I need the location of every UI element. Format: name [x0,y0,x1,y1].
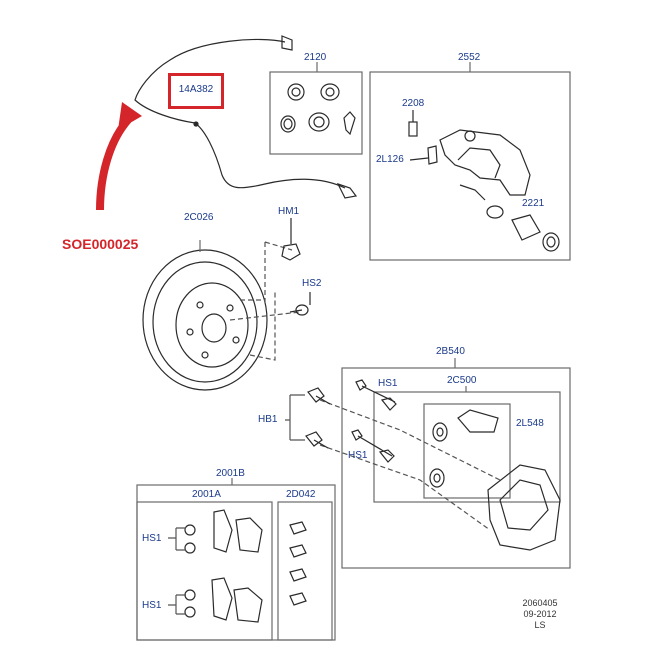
hub-nut-drawing [281,218,301,261]
part-label-hs2: HS2 [302,278,322,289]
caliper-housing-drawing [439,129,531,201]
part-label-2c026: 2C026 [184,212,214,223]
brake-pads-drawing [211,509,263,623]
part-label-hm1: HM1 [278,206,300,217]
part-label-2552: 2552 [458,52,481,63]
part-label-2001a: 2001A [192,489,221,500]
part-label-hs1-upper: HS1 [378,378,398,389]
part-label-2c500: 2C500 [447,375,477,386]
sensor-wire-drawing [134,35,358,199]
highlight-box-14a382: 14A382 [168,73,224,109]
kit-2120-box [269,71,363,155]
part-label-14a382: 14A382 [178,84,214,95]
part-label-2208: 2208 [402,98,425,109]
pad-kit-2c500-box [373,391,561,503]
drawing-code: LS [534,620,546,630]
part-label-2l126: 2L126 [376,154,404,165]
drawing-reference: 2060405 09-2012 LS [510,598,570,631]
guide-pin-bolts-drawing [351,379,397,463]
brake-disc-drawing [142,240,268,391]
hb1-bolts-drawing [305,387,331,449]
red-curved-arrow-icon [96,102,142,211]
anti-rattle-clip-drawing [457,409,499,433]
part-label-hs1-pads-upper: HS1 [142,533,162,544]
drawing-number: 2060405 [522,598,558,608]
pad-clips-drawing [289,521,307,606]
part-label-hs1-pads-lower: HS1 [142,600,162,611]
part-label-2120: 2120 [304,52,327,63]
part-label-2l548: 2L548 [516,418,544,429]
part-label-2d042: 2D042 [286,489,316,500]
part-label-2b540: 2B540 [436,346,465,357]
part-label-hs1-lower: HS1 [348,450,368,461]
bleed-screw-drawing [408,110,418,137]
bushings-drawing [429,422,448,488]
seal-kit-drawing [280,83,356,136]
part-label-2001b: 2001B [216,468,245,479]
caliper-carrier-drawing [487,464,561,551]
part-label-hb1: HB1 [258,414,278,425]
carrier-2b540-box [341,367,571,569]
drawing-date: 09-2012 [523,609,557,619]
callout-label: SOE000025 [62,236,139,252]
part-label-2221: 2221 [522,198,545,209]
pad-set-2001b-box [136,484,336,641]
piston-drawing [486,205,560,252]
hs1-screws-drawing [168,524,196,618]
disc-screw-drawing [289,292,311,316]
cap-drawing [409,145,438,165]
